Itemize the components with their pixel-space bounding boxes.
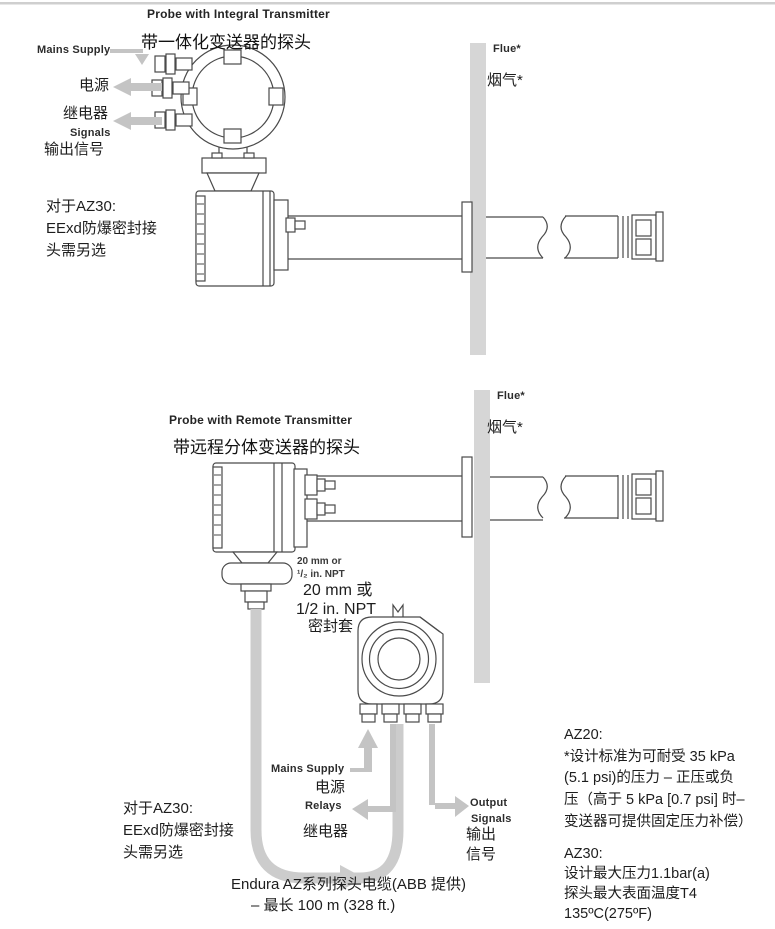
flue-wall-top (470, 43, 486, 355)
integral-title-en: Probe with Integral Transmitter (147, 7, 330, 21)
output-label-zh-1: 输出 (466, 826, 497, 843)
transmitter-glands (359, 703, 444, 723)
cable-note-line2: – 最长 100 m (328 ft.) (251, 897, 396, 914)
remote-probe-drawing (212, 456, 664, 610)
npt-label-zh-2: 1/2 in. NPT (296, 601, 377, 618)
signal-arrows-bottom (350, 724, 469, 820)
probe-cable (250, 609, 404, 891)
flue-label-zh-bottom: 烟气* (487, 419, 523, 436)
mains-supply-label-top: Mains Supply (37, 44, 111, 56)
az20-pressure-note: AZ20: *设计标准为可耐受 35 kPa (5.1 psi)的压力 – 正压… (564, 727, 753, 830)
output-label-zh-2: 信号 (466, 846, 497, 863)
output-label-en-2: Signals (471, 813, 512, 825)
az30-pressure-note: AZ30: 设计最大压力1.1bar(a) 探头最大表面温度T4 135ºC(2… (564, 846, 710, 922)
mains-arrow-top (135, 54, 149, 65)
mains-supply-label-bottom: Mains Supply (271, 763, 345, 775)
mains-line-top (110, 49, 143, 53)
cable-note-line1: Endura AZ系列探头电缆(ABB 提供) (231, 876, 467, 893)
npt-label-zh-3: 密封套 (308, 618, 354, 635)
relays-label-zh-top: 继电器 (63, 105, 109, 122)
remote-transmitter-drawing (357, 603, 444, 723)
npt-label-en: 20 mm or ¹/₂ in. NPT (297, 556, 345, 580)
relays-label-en-bottom: Relays (305, 800, 342, 812)
az30-option-note-top: 对于AZ30: EExd防爆密封接 头需另选 (46, 198, 157, 259)
power-label-zh-bottom: 电源 (315, 779, 346, 796)
power-arrow-top (113, 78, 131, 96)
az30-option-note-bottom: 对于AZ30: EExd防爆密封接 头需另选 (123, 800, 234, 861)
remote-title-zh: 带远程分体变送器的探头 (173, 438, 360, 457)
output-signal-label-zh-top: 输出信号 (44, 141, 105, 158)
remote-title-en: Probe with Remote Transmitter (169, 413, 353, 427)
output-label-en-1: Output (470, 797, 508, 809)
relays-label-zh-bottom: 继电器 (303, 823, 349, 840)
flue-label-en-bottom: Flue* (497, 390, 525, 402)
flue-label-en-top: Flue* (493, 43, 521, 55)
relay-signal-arrow-top (113, 112, 131, 130)
m-mark (392, 603, 404, 617)
signal-arrows-top (110, 49, 162, 130)
flue-label-zh-top: 烟气* (487, 72, 523, 89)
mains-arrow-bottom (358, 729, 378, 748)
npt-label-zh-1: 20 mm 或 (303, 582, 373, 599)
top-rule (0, 2, 775, 5)
signals-label-en-top: Signals (70, 127, 111, 139)
output-arrow-bottom (455, 796, 469, 817)
power-label-zh-top: 电源 (79, 77, 110, 94)
integral-title-zh: 带一体化变送器的探头 (141, 33, 311, 52)
cable-direction-arrow (340, 865, 364, 891)
flue-wall-bottom (474, 390, 490, 683)
integral-probe-drawing (151, 44, 664, 287)
relays-arrow-bottom (352, 799, 368, 820)
